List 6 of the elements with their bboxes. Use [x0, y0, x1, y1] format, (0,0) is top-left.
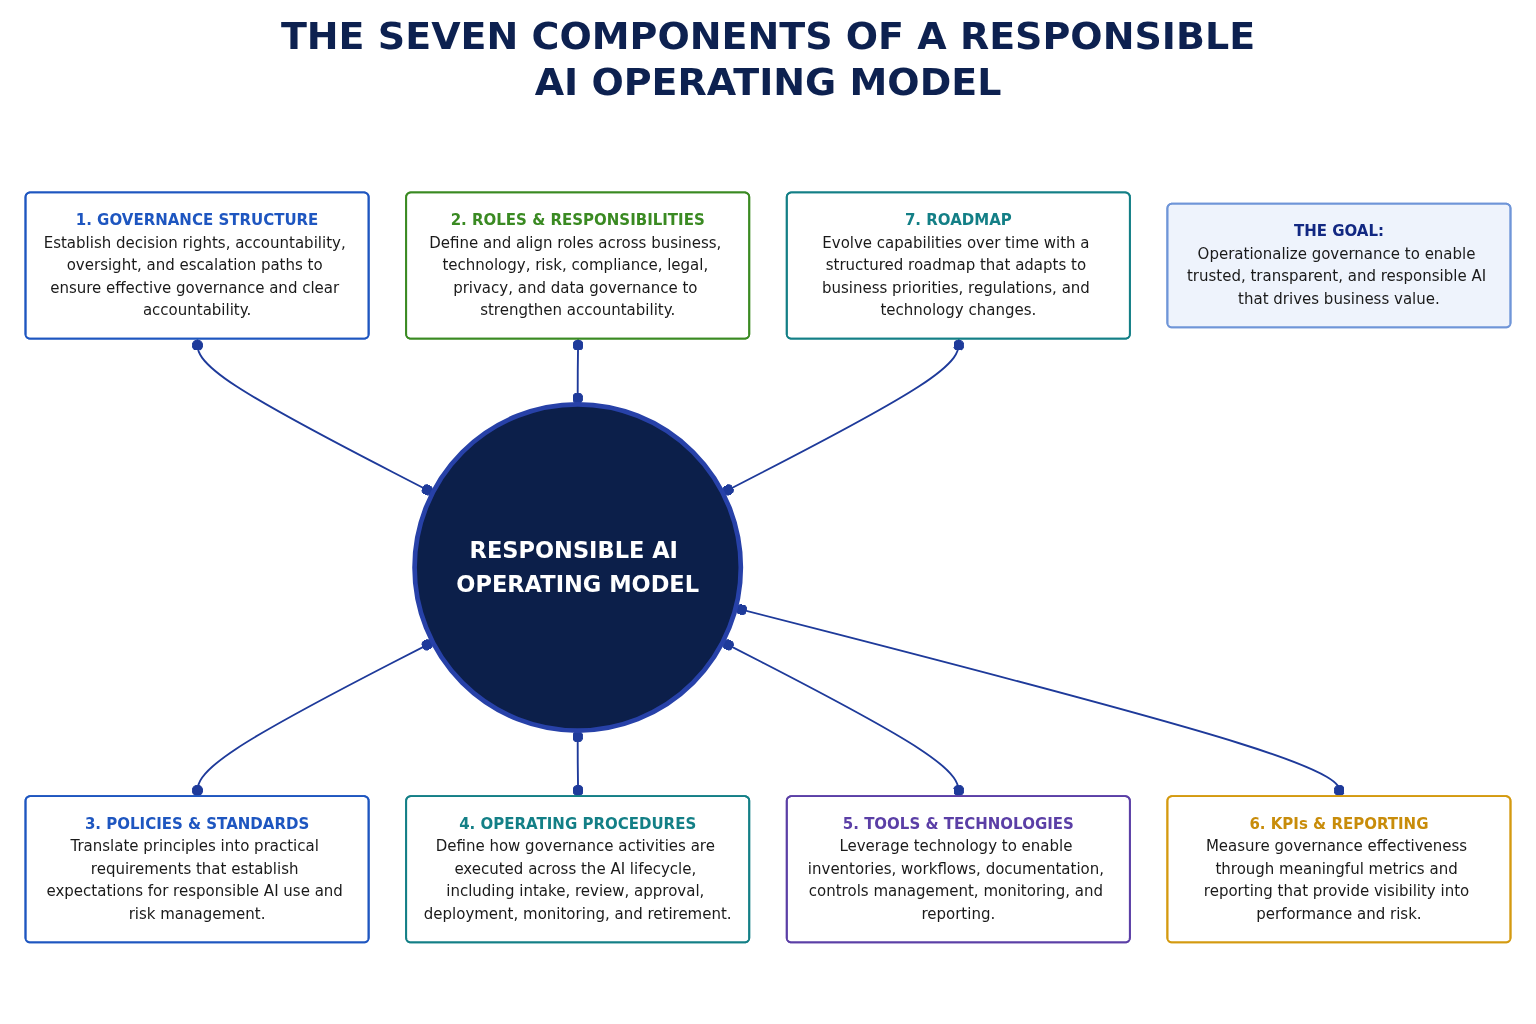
title: THE SEVEN COMPONENTS OF A RESPONSIBLE AI OPERATING MODEL [279, 14, 1257, 106]
connector [191, 338, 434, 496]
connector [191, 639, 434, 798]
connector [721, 338, 965, 496]
connector [721, 639, 965, 798]
node-circle: RESPONSIBLE AI OPERATING MODEL [412, 402, 744, 734]
